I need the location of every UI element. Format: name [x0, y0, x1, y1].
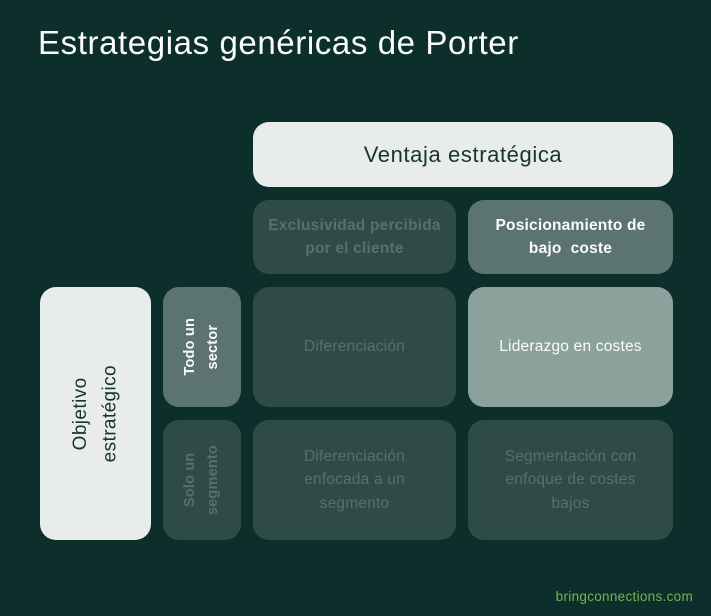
left-axis-header: Objetivo estratégico [40, 287, 151, 540]
row-header-whole-sector: Todo un sector [163, 287, 241, 407]
cell-cost-leadership-label: Liderazgo en costes [499, 338, 642, 356]
left-axis-label: Objetivo estratégico [70, 364, 121, 463]
cell-focused-differentiation: Diferenciación enfocada a un segmento [253, 420, 456, 540]
top-axis-header: Ventaja estratégica [253, 122, 673, 187]
footer-website: bringconnections.com [555, 589, 693, 604]
row-header-single-segment: Solo un segmento [163, 420, 241, 540]
cell-focused-differentiation-label: Diferenciación enfocada a un segmento [303, 448, 405, 512]
column-header-exclusivity: Exclusividad percibida por el cliente [253, 200, 456, 274]
cell-cost-focus-segmentation: Segmentación con enfoque de costes bajos [468, 420, 673, 540]
column-header-low-cost-label: Posicionamiento de bajo coste [495, 216, 646, 257]
page-title: Estrategias genéricas de Porter [38, 24, 519, 61]
cell-differentiation-label: Diferenciación [303, 338, 405, 356]
column-header-exclusivity-label: Exclusividad percibida por el cliente [268, 216, 441, 257]
strategy-matrix: Ventaja estratégica Exclusividad percibi… [40, 122, 673, 540]
cell-cost-leadership: Liderazgo en costes [468, 287, 673, 407]
row-header-whole-sector-label: Todo un sector [181, 318, 221, 376]
column-header-low-cost: Posicionamiento de bajo coste [468, 200, 673, 274]
cell-cost-focus-segmentation-label: Segmentación con enfoque de costes bajos [504, 448, 637, 512]
cell-differentiation: Diferenciación [253, 287, 456, 407]
row-header-single-segment-label: Solo un segmento [181, 444, 221, 516]
top-axis-label: Ventaja estratégica [363, 141, 563, 167]
